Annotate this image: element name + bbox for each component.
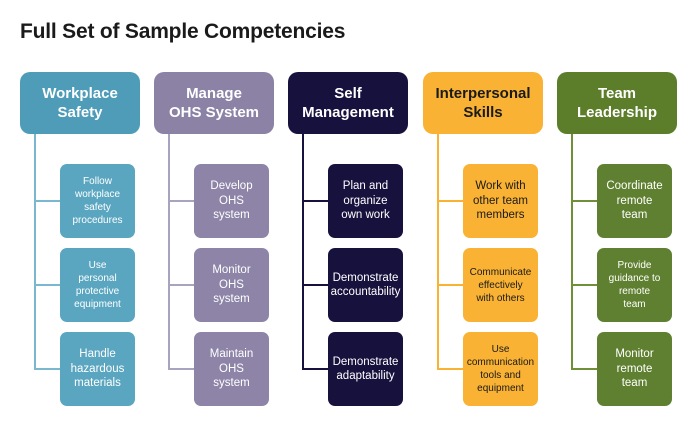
competency-header: Manage OHS System	[154, 72, 274, 134]
competency-item: Demonstrate adaptability	[328, 332, 403, 406]
competency-header: Interpersonal Skills	[423, 72, 543, 134]
connector-line	[302, 134, 304, 370]
connector-branch	[168, 284, 196, 286]
competency-header: Team Leadership	[557, 72, 677, 134]
competency-item: Coordinate remote team	[597, 164, 672, 238]
competency-item: Maintain OHS system	[194, 332, 269, 406]
competency-item: Communicate effectively with others	[463, 248, 538, 322]
competency-item: Provide guidance to remote team	[597, 248, 672, 322]
connector-branch	[571, 200, 599, 202]
competency-header: Self Management	[288, 72, 408, 134]
connector-branch	[302, 284, 330, 286]
connector-branch	[34, 284, 62, 286]
connector-branch	[168, 200, 196, 202]
competency-item: Plan and organize own work	[328, 164, 403, 238]
connector-branch	[302, 368, 330, 370]
competency-item: Monitor OHS system	[194, 248, 269, 322]
connector-branch	[437, 200, 465, 202]
competency-item: Develop OHS system	[194, 164, 269, 238]
competency-header: Workplace Safety	[20, 72, 140, 134]
connector-branch	[302, 200, 330, 202]
connector-branch	[168, 368, 196, 370]
competency-item: Use communication tools and equipment	[463, 332, 538, 406]
connector-branch	[571, 368, 599, 370]
connector-branch	[34, 200, 62, 202]
competency-item: Use personal protective equipment	[60, 248, 135, 322]
connector-branch	[34, 368, 62, 370]
competency-item: Follow workplace safety procedures	[60, 164, 135, 238]
connector-branch	[571, 284, 599, 286]
competency-item: Handle hazardous materials	[60, 332, 135, 406]
connector-line	[34, 134, 36, 370]
competency-item: Monitor remote team	[597, 332, 672, 406]
page-title: Full Set of Sample Competencies	[20, 20, 346, 43]
connector-line	[571, 134, 573, 370]
connector-line	[168, 134, 170, 370]
competency-item: Work with other team members	[463, 164, 538, 238]
connector-line	[437, 134, 439, 370]
competency-item: Demonstrate accountability	[328, 248, 403, 322]
connector-branch	[437, 284, 465, 286]
connector-branch	[437, 368, 465, 370]
